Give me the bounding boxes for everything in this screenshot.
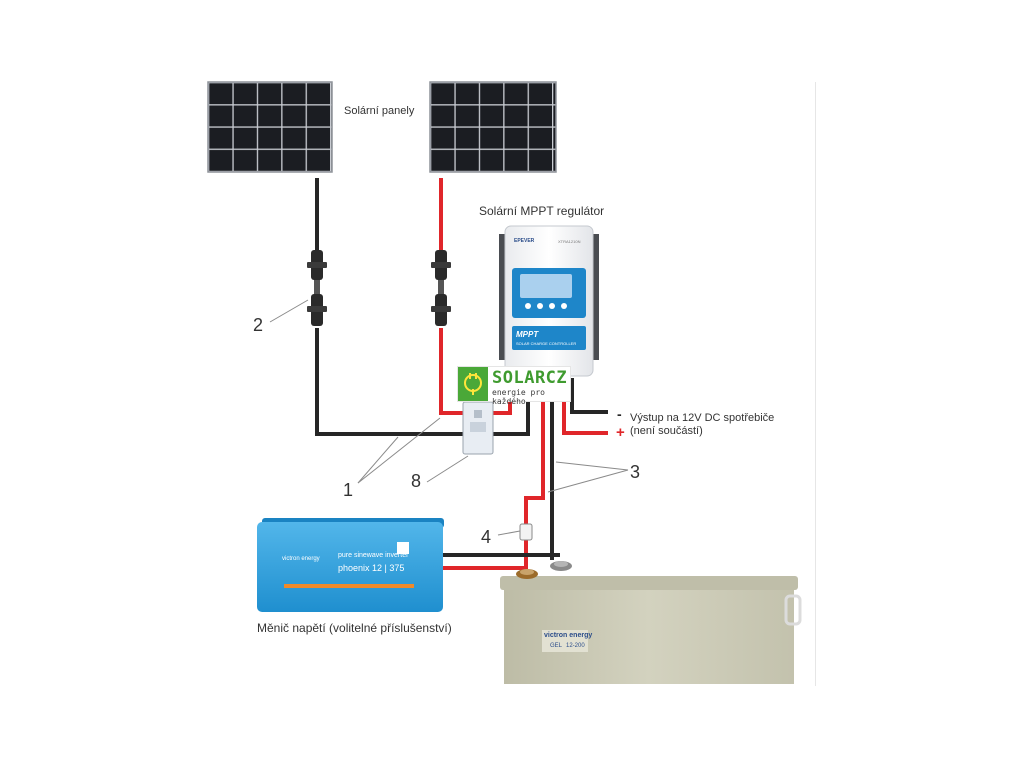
battery-spec: 12-200 (566, 643, 585, 649)
mc4-connector-negative (307, 250, 327, 326)
controller-brand: EPEVER (514, 238, 535, 244)
logo-tagline: energie pro každého (492, 388, 545, 406)
callout-leaders (269, 299, 629, 536)
mc4-connector-positive (431, 250, 451, 326)
fuse (519, 523, 533, 541)
battery-brand: victron energy (544, 632, 593, 639)
callout-3: 3 (630, 462, 641, 482)
load-output-wires (562, 378, 608, 435)
image-edge-divider (815, 82, 816, 686)
inverter (257, 518, 444, 612)
callout-4: 4 (481, 527, 492, 547)
inverter-model: phoenix 12 | 375 (338, 563, 405, 573)
mppt-regulator-label: Solární MPPT regulátor (479, 204, 605, 218)
pv-negative-wire (315, 178, 465, 436)
inverter-wires (440, 553, 560, 578)
controller-badge-sub: SOLAR CHARGE CONTROLLER (516, 341, 577, 346)
callout-2: 2 (253, 315, 264, 335)
inverter-label: Měnič napětí (volitelné příslušenství) (257, 621, 452, 635)
controller-badge: MPPT (516, 330, 539, 339)
battery-type: GEL (550, 643, 563, 649)
logo-name: SOLARCZ (492, 368, 568, 388)
solar-panel-right (429, 81, 557, 173)
inverter-brand: victron energy (282, 556, 320, 562)
plus-sign: + (616, 424, 625, 441)
dc-breaker (462, 401, 494, 455)
pv-positive-wire (439, 178, 465, 415)
battery (500, 561, 802, 684)
solarcz-logo: SOLARCZ energie pro každého (458, 367, 570, 406)
minus-sign: - (617, 406, 622, 422)
callout-1: 1 (343, 480, 354, 500)
inverter-type: pure sinewave inverter (338, 552, 409, 559)
solar-panel-left (207, 81, 333, 173)
dc-output-note: (není součástí) (630, 425, 703, 437)
plug-icon (458, 367, 488, 401)
dc-output-label: Výstup na 12V DC spotřebiče (630, 412, 775, 424)
mppt-controller (499, 225, 599, 377)
controller-model: XTRA1210N (558, 239, 581, 244)
callout-8: 8 (411, 471, 422, 491)
solar-panels-label: Solární panely (344, 105, 415, 117)
